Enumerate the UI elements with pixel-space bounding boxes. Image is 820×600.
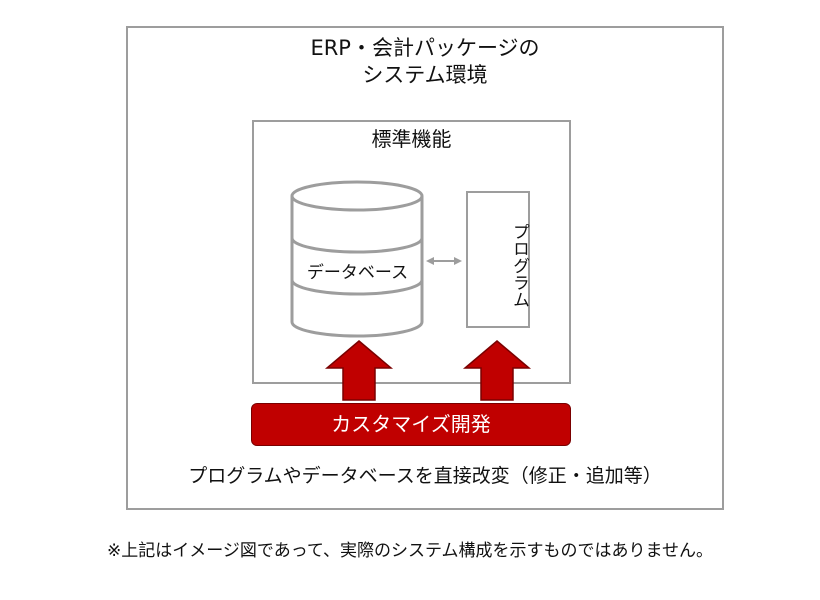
program-box	[466, 191, 530, 328]
customization-bar: カスタマイズ開発	[251, 403, 571, 446]
diagram-title-line1: ERP・会計パッケージの	[310, 36, 540, 60]
system-environment-box	[126, 26, 724, 510]
program-label: プログラム	[509, 222, 529, 308]
double-arrow-icon	[426, 257, 462, 265]
up-arrow-icon	[324, 340, 394, 401]
standard-functions-box	[252, 120, 571, 384]
footnote: ※上記はイメージ図であって、実際のシステム構成を示すものではありません。	[106, 541, 713, 561]
up-arrow-icon	[462, 340, 532, 401]
customization-caption: プログラムやデータベースを直接改変（修正・追加等）	[188, 465, 662, 487]
database-label: データベース	[306, 263, 409, 283]
standard-functions-title: 標準機能	[371, 127, 452, 151]
database-cylinder-icon	[290, 180, 424, 338]
diagram-title-line2: システム環境	[362, 63, 488, 87]
